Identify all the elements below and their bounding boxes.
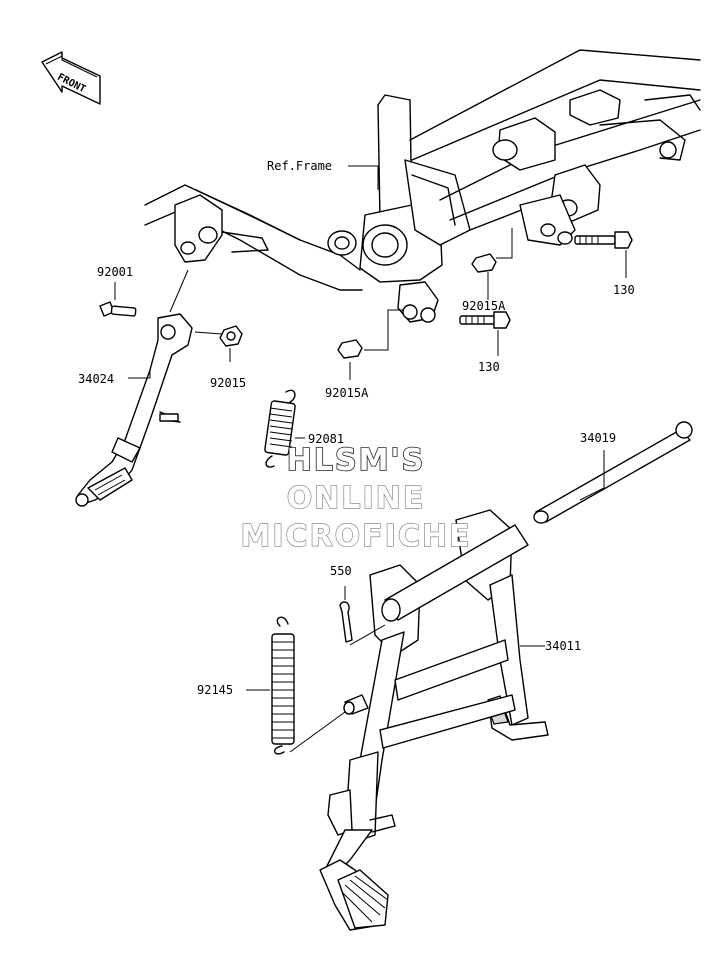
- spring-92081: [264, 389, 296, 468]
- watermark-line-3: MICROFICHE: [241, 519, 472, 554]
- label-92081: 92081: [308, 432, 344, 446]
- frame-drawing: [144, 49, 701, 323]
- cotter-pin-550: [339, 601, 353, 643]
- spring-92145: [271, 616, 295, 755]
- watermark-line-2: ONLINE: [287, 481, 426, 516]
- nut-92015A-top: [471, 253, 497, 273]
- leader-lines: [114, 165, 627, 753]
- pin-92145-end: [343, 694, 369, 715]
- label-92015: 92015: [210, 376, 246, 390]
- label-34024: 34024: [78, 372, 114, 386]
- label-550: 550: [330, 564, 352, 578]
- front-arrow-icon: FRONT: [41, 51, 101, 105]
- label-92001: 92001: [97, 265, 133, 279]
- watermark-line-1: HLSM'S: [287, 443, 425, 478]
- label-92015A-top: 92015A: [462, 299, 506, 313]
- main-stand-34011: [319, 509, 549, 931]
- label-92015A-bottom: 92015A: [325, 386, 369, 400]
- part-labels: Ref.Frame 92001 34024 92015 92015A 130 1…: [78, 159, 635, 697]
- label-34011: 34011: [545, 639, 581, 653]
- shaft-34019: [533, 421, 693, 524]
- bolt-130-mid: [459, 311, 511, 329]
- nut-92015: [219, 325, 243, 347]
- watermark: HLSM'S ONLINE MICROFICHE: [240, 442, 472, 554]
- label-ref-frame: Ref.Frame: [267, 159, 332, 173]
- label-130-right: 130: [613, 283, 635, 297]
- label-34019: 34019: [580, 431, 616, 445]
- label-130-mid: 130: [478, 360, 500, 374]
- bolt-92001: [99, 301, 137, 317]
- bolt-130-right: [574, 231, 633, 249]
- side-stand-34024: [75, 313, 193, 507]
- nut-92015A-bottom: [337, 339, 363, 359]
- label-92145: 92145: [197, 683, 233, 697]
